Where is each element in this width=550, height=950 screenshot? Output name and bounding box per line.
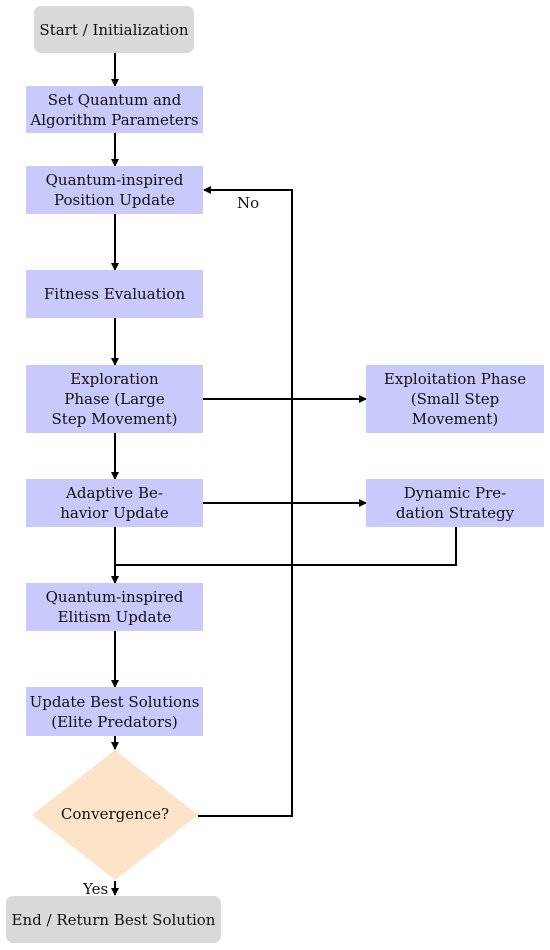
best-solutions-node: Update Best Solutions (Elite Predators) [26,687,203,736]
exploitation-phase-node: Exploitation Phase (Small Step Movement) [366,365,544,433]
yes-edge-label: Yes [83,880,109,898]
edge-predation-merge [115,527,457,566]
decision-diamond [32,750,198,880]
no-edge-label: No [237,194,260,212]
position-update-node: Quantum-inspired Position Update [26,166,203,214]
convergence-decision-label: Convergence? [60,805,170,823]
dynamic-predation-node: Dynamic Pre- dation Strategy [366,479,544,527]
start-node: Start / Initialization [34,6,194,53]
elitism-update-node: Quantum-inspired Elitism Update [26,583,203,631]
adaptive-behavior-node: Adaptive Be- havior Update [26,479,203,527]
edge-convergence-no-loop [198,186,293,817]
fitness-evaluation-node: Fitness Evaluation [26,270,203,318]
end-node: End / Return Best Solution [6,896,221,943]
set-parameters-node: Set Quantum and Algorithm Parameters [26,86,203,133]
exploration-phase-node: Exploration Phase (Large Step Movement) [26,365,203,433]
